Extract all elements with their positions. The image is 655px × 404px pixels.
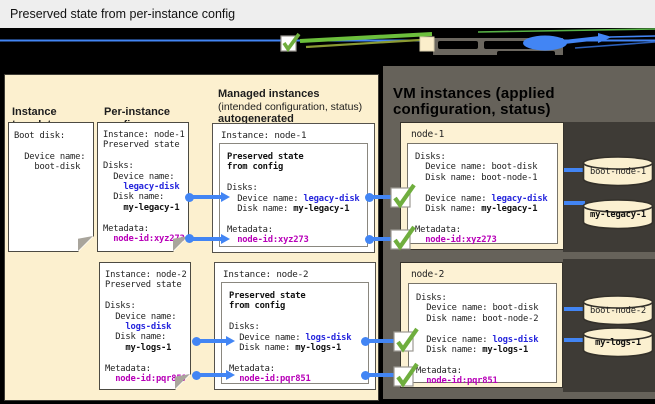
green-check-icon bbox=[393, 183, 416, 209]
instance-template-doc: Boot disk: Device name: boot-disk bbox=[8, 122, 94, 252]
status-check-node2-disk bbox=[393, 327, 419, 353]
vm-detail-box: Disks: Device name: boot-disk Disk name:… bbox=[407, 143, 558, 245]
legend-swatch-icon bbox=[419, 36, 435, 52]
managed-instance-title: Instance: node-2 bbox=[223, 269, 309, 280]
cylinder-top-icon bbox=[582, 295, 654, 309]
connector-line bbox=[197, 338, 227, 343]
cylinder-top-icon bbox=[582, 156, 654, 170]
legend-text-silhouette bbox=[438, 41, 478, 49]
connector-arrowhead-icon bbox=[226, 370, 235, 380]
disk-link-line bbox=[564, 307, 585, 311]
disk-label: boot-node-2 bbox=[589, 306, 647, 316]
connector-line bbox=[197, 372, 227, 377]
status-check-node2-metadata bbox=[393, 362, 419, 388]
legend-green-line bbox=[477, 28, 655, 33]
disk-zone-node-2 bbox=[563, 259, 655, 392]
connector-dot bbox=[185, 234, 194, 243]
disk-cylinder-my-logs-1: my-logs-1 bbox=[582, 327, 654, 358]
connector-dot bbox=[192, 336, 201, 346]
vm-title: node-1 bbox=[411, 129, 445, 140]
legend-blue-lower-line bbox=[574, 41, 655, 49]
connector-arrowhead-icon bbox=[221, 234, 230, 244]
disk-label: boot-node-1 bbox=[589, 167, 647, 177]
legend-green-arrow bbox=[299, 32, 433, 43]
legend-blue-arrowhead-icon bbox=[598, 33, 612, 43]
vm-card-node-1: node-1 Disks: Device name: boot-disk Dis… bbox=[400, 122, 564, 250]
vm-panel-header: VM instances (applied configuration, sta… bbox=[393, 85, 555, 118]
status-check-node1-metadata bbox=[390, 225, 416, 251]
legend-blue-arrow bbox=[563, 36, 601, 44]
connector-line bbox=[365, 372, 394, 377]
cylinder-top-icon bbox=[582, 327, 654, 341]
managed-instance-title: Instance: node-1 bbox=[221, 130, 307, 141]
connector-dot bbox=[185, 192, 194, 202]
disk-zone-node-1 bbox=[563, 122, 655, 252]
disk-cylinder-boot-node-2: boot-node-2 bbox=[582, 295, 654, 326]
cylinder-top-icon bbox=[582, 199, 654, 213]
connector-line bbox=[369, 194, 392, 199]
legend-text-silhouette bbox=[497, 51, 555, 58]
disk-label: my-logs-1 bbox=[595, 338, 641, 348]
legend-check-icon bbox=[282, 32, 301, 53]
connector-arrowhead-icon bbox=[221, 192, 230, 202]
disk-link-line bbox=[564, 168, 585, 172]
connector-line bbox=[365, 338, 394, 343]
vm-card-node-2: node-2 Disks: Device name: boot-disk Dis… bbox=[400, 262, 563, 388]
green-check-icon bbox=[396, 327, 419, 353]
connector-arrowhead-icon bbox=[226, 336, 235, 346]
connector-line bbox=[190, 194, 221, 199]
green-check-icon bbox=[396, 362, 419, 388]
legend-band bbox=[0, 28, 655, 58]
disk-cylinder-boot-node-1: boot-node-1 bbox=[582, 156, 654, 187]
disk-link-line bbox=[564, 201, 585, 205]
per-instance-config-node-1: Instance: node-1 Preserved state Disks: … bbox=[97, 122, 189, 252]
connector-dot bbox=[192, 370, 201, 380]
managed-instance-card-node-1: Instance: node-1 Preserved state from co… bbox=[212, 123, 375, 253]
title-bar: Preserved state from per-instance config bbox=[0, 0, 655, 28]
connector-line bbox=[369, 236, 392, 241]
page-title: Preserved state from per-instance config bbox=[10, 7, 236, 21]
disk-link-line bbox=[564, 338, 585, 342]
disk-label: my-legacy-1 bbox=[589, 210, 647, 220]
vm-detail-box: Disks: Device name: boot-disk Disk name:… bbox=[408, 283, 557, 386]
connector-line bbox=[190, 236, 221, 241]
status-check-node1-disk bbox=[390, 183, 416, 209]
preserved-state-box: Preserved state from config Disks: Devic… bbox=[221, 282, 369, 384]
disk-cylinder-my-legacy-1: my-legacy-1 bbox=[582, 199, 654, 230]
legend-blue-thin-line bbox=[609, 35, 655, 38]
preserved-state-box: Preserved state from config Disks: Devic… bbox=[219, 143, 368, 247]
legend-olive-arrow bbox=[305, 38, 421, 49]
managed-instance-card-node-2: Instance: node-2 Preserved state from co… bbox=[214, 262, 376, 390]
green-check-icon bbox=[393, 225, 416, 251]
per-instance-config-node-2: Instance: node-2 Preserved state Disks: … bbox=[99, 262, 191, 390]
column-header-managed-instances: Managed instances (intended configuratio… bbox=[218, 88, 363, 125]
legend-blue-oval-icon bbox=[523, 35, 567, 51]
vm-title: node-2 bbox=[411, 269, 445, 280]
